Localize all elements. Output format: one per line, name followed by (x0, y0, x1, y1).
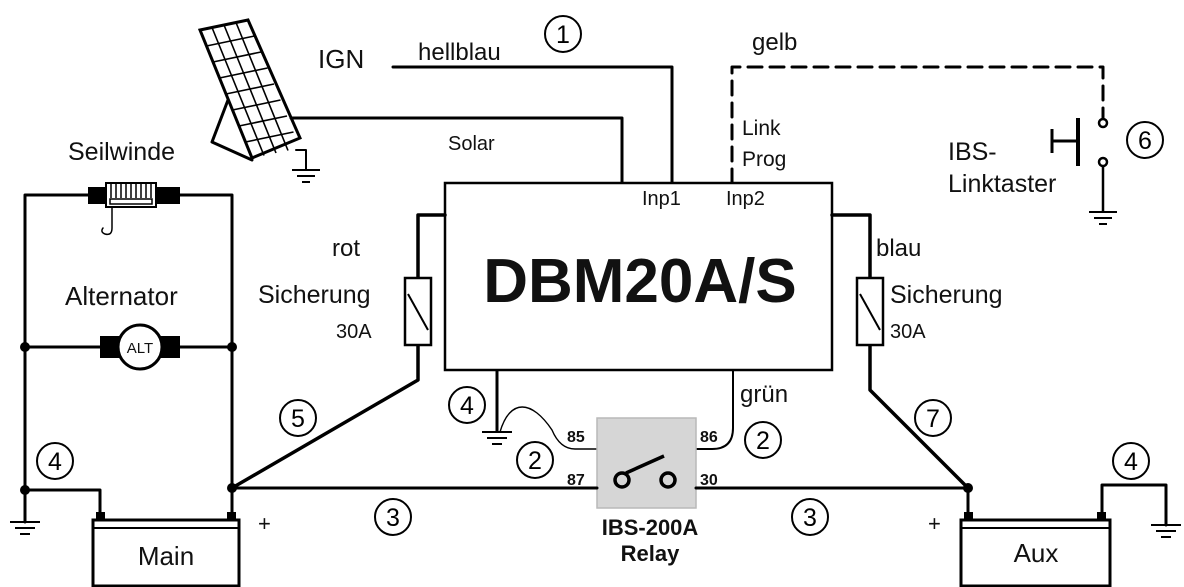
rot-label: rot (332, 235, 360, 262)
marker-aux-feed: 7 (914, 399, 952, 437)
main-battery-wire (23, 486, 234, 524)
marker-main-ground: 4 (36, 442, 74, 480)
alternator-label: Alternator (65, 281, 178, 311)
relay-switch-icon (613, 454, 677, 489)
link-label: Link (742, 117, 781, 140)
gruen-label: grün (740, 381, 788, 408)
relay-86-wire (695, 369, 734, 450)
ground-icon (10, 521, 40, 535)
linktaster-label-line2: Linktaster (948, 170, 1056, 198)
main-battery-polarity: + (258, 511, 271, 536)
solar-label: Solar (448, 133, 495, 155)
aux-battery-wire (966, 483, 1168, 527)
svg-text:3: 3 (386, 504, 400, 532)
svg-text:7: 7 (926, 405, 940, 433)
inp2-label: Inp2 (726, 188, 765, 210)
marker-main-link: 3 (374, 498, 412, 536)
ign-label: IGN (318, 44, 364, 74)
controller-box (443, 181, 834, 372)
blau-label: blau (876, 235, 921, 262)
main-battery-label: Main (138, 541, 194, 571)
relay-terminal-30: 30 (700, 472, 718, 489)
aux-battery-polarity: + (928, 511, 941, 536)
svg-text:1: 1 (556, 21, 570, 49)
fuse-rating: 30A (890, 321, 926, 343)
svg-text:4: 4 (48, 448, 62, 476)
relay-terminal-85: 85 (567, 429, 585, 446)
relay-name: IBS-200A (602, 515, 699, 540)
marker-main-feed: 5 (279, 399, 317, 437)
winch-icon (88, 182, 180, 236)
main-battery (91, 512, 241, 587)
gelb-label: gelb (752, 29, 797, 56)
relay-type: Relay (621, 541, 680, 566)
marker-aux-ground: 4 (1112, 442, 1150, 480)
controller-name: DBM20A/S (483, 247, 797, 316)
svg-text:2: 2 (756, 427, 770, 455)
ground-icon (1089, 211, 1117, 225)
marker-relay-86: 2 (744, 421, 782, 459)
svg-text:3: 3 (803, 504, 817, 532)
relay-terminal-86: 86 (700, 429, 718, 446)
aux-battery (959, 512, 1112, 587)
marker-ign-wire: 1 (544, 15, 582, 53)
ground-icon (292, 149, 320, 183)
seilwinde-label: Seilwinde (68, 138, 175, 166)
pushbutton-icon (1050, 117, 1109, 212)
fuse-icon (403, 276, 433, 347)
relay-85-wire (499, 406, 598, 450)
marker-aux-link: 3 (791, 498, 829, 536)
solar-wire (289, 116, 624, 185)
marker-controller-ground: 4 (448, 386, 486, 424)
main-feed-wire (230, 213, 447, 490)
svg-text:4: 4 (1124, 448, 1138, 476)
svg-text:2: 2 (528, 447, 542, 475)
linktaster-label-line1: IBS- (948, 138, 997, 166)
ground-icon (1151, 524, 1181, 538)
inp1-label: Inp1 (642, 188, 681, 210)
fuse-label: Sicherung (258, 281, 371, 309)
aux-feed-wire (830, 213, 970, 490)
svg-text:5: 5 (291, 405, 305, 433)
fuse-rating: 30A (336, 321, 372, 343)
alternator-symbol-label: ALT (127, 340, 153, 357)
fuse-label: Sicherung (890, 281, 1003, 309)
fuse-icon (855, 276, 885, 347)
hellblau-label: hellblau (418, 39, 501, 66)
marker-relay-85: 2 (516, 441, 554, 479)
svg-text:4: 4 (460, 392, 474, 420)
ground-icon (482, 431, 512, 445)
alternator-icon: ALT (100, 323, 180, 371)
prog-label: Prog (742, 148, 786, 171)
link-wire (730, 65, 1105, 185)
solar-panel-icon (197, 18, 302, 162)
ign-wire (391, 65, 674, 185)
svg-text:6: 6 (1138, 127, 1152, 155)
aux-battery-label: Aux (1014, 538, 1059, 568)
relay-terminal-87: 87 (567, 472, 585, 489)
marker-linktaster: 6 (1126, 121, 1164, 159)
